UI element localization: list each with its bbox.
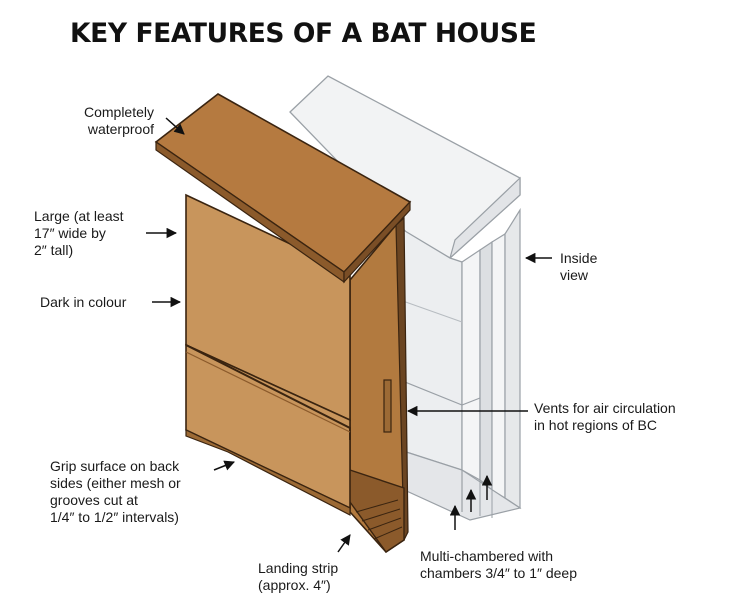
label-waterproof: Completely waterproof <box>83 104 154 137</box>
label-vents: Vents for air circulation in hot regions… <box>534 400 676 433</box>
label-chambers: Multi-chambered with chambers 3/4″ to 1″… <box>420 548 578 581</box>
label-dark: Dark in colour <box>40 294 127 310</box>
wooden-bat-house <box>154 93 412 554</box>
label-inside-view: Inside view <box>560 250 598 283</box>
arrow-waterproof <box>165 117 185 135</box>
arrow-landing <box>337 534 351 553</box>
label-large: Large (at least 17″ wide by 2″ tall) <box>34 208 124 258</box>
arrow-grip <box>213 460 235 471</box>
callout-arrows <box>146 117 552 553</box>
label-landing: Landing strip (approx. 4″) <box>258 560 339 593</box>
inside-view-house <box>289 75 522 521</box>
diagram-title: KEY FEATURES OF A BAT HOUSE <box>70 18 537 49</box>
inside-body <box>399 226 463 471</box>
label-grip: Grip surface on back sides (either mesh … <box>50 458 181 525</box>
vent-slot <box>383 379 392 433</box>
